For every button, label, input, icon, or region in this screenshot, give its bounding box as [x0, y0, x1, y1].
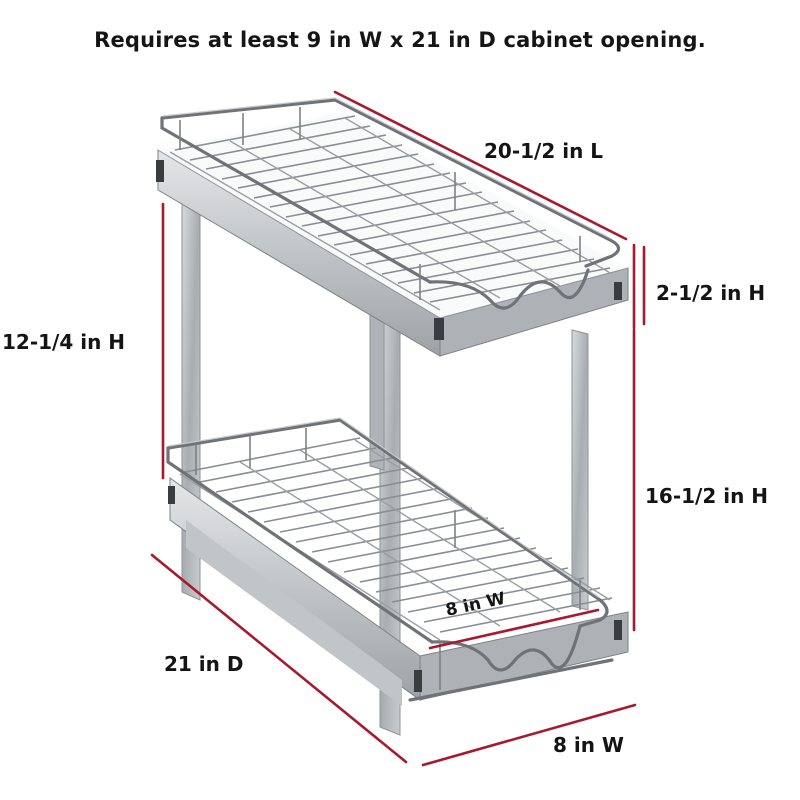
length-dimension-line: [333, 90, 628, 241]
depth-dimension-line: [150, 553, 408, 764]
outer-width-dimension-line: [421, 703, 637, 767]
inner-width-dimension-line: [428, 608, 600, 650]
outer-width-label: 8 in W: [553, 733, 624, 757]
basket-height-label: 2-1/2 in H: [656, 281, 766, 305]
top-basket: [156, 97, 629, 357]
tier-height-label: 12-1/4 in H: [2, 330, 126, 354]
total-height-label: 16-1/2 in H: [645, 484, 769, 508]
length-label: 20-1/2 in L: [484, 139, 604, 163]
depth-label: 21 in D: [164, 652, 244, 676]
bottom-basket: [166, 417, 629, 706]
cabinet-requirement-heading: Requires at least 9 in W x 21 in D cabin…: [94, 28, 706, 52]
dimension-lines: [150, 90, 646, 767]
